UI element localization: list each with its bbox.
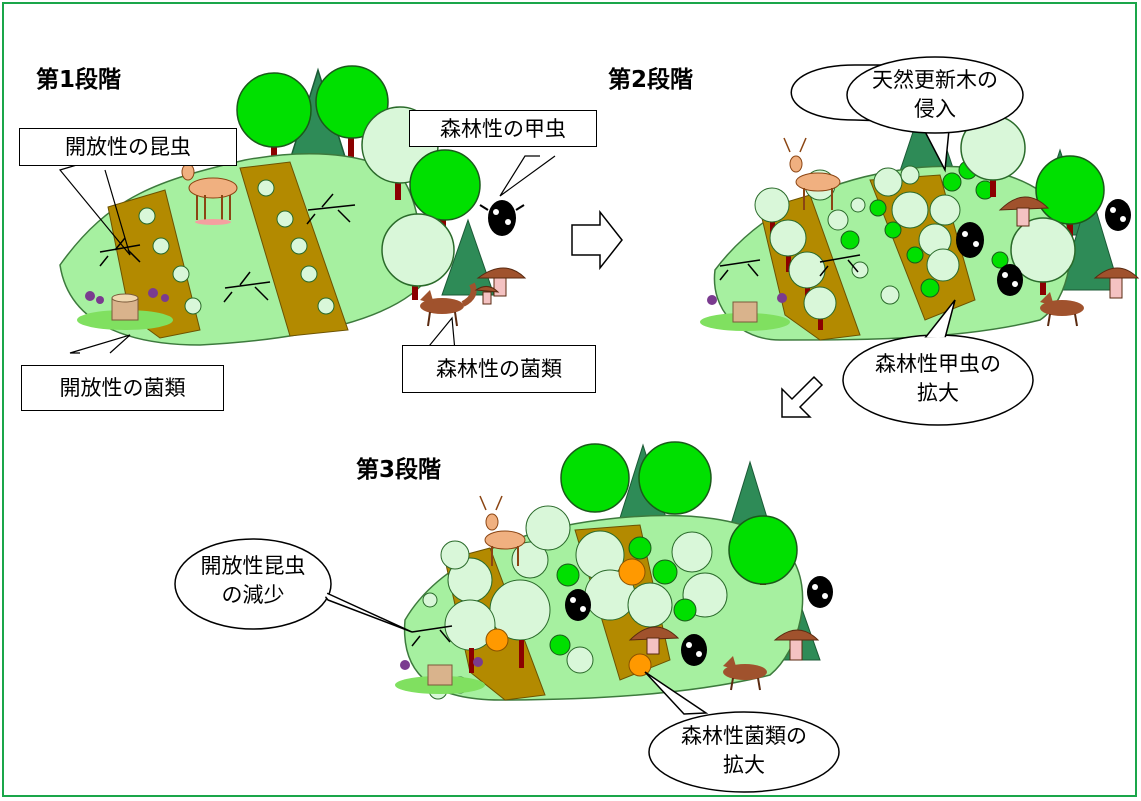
stump-fungi-icon	[395, 657, 485, 694]
broadleaf-tree	[409, 149, 481, 235]
deer-icon	[181, 163, 238, 225]
deer-icon	[479, 495, 526, 566]
fox-icon	[1040, 292, 1084, 327]
bubble-forest-beetle-line1: 森林性甲虫の	[875, 352, 1001, 376]
mushroom-icon	[474, 267, 527, 305]
conifer-tree	[1059, 188, 1121, 291]
beetle-icon	[681, 634, 707, 666]
bubble-natural-regen: 天然更新木の 侵入	[850, 66, 1020, 125]
stage3-title: 第3段階	[356, 457, 442, 483]
bubble-natural-regen-line2: 侵入	[914, 97, 956, 122]
bubble-forest-fungi-line1: 森林性菌類の	[681, 724, 807, 748]
stump-fungi-icon	[700, 293, 790, 331]
bubble-natural-regen-line1: 天然更新木の	[872, 68, 998, 92]
bubble-forest-beetle-line2: 拡大	[917, 381, 959, 406]
beetle-icon	[807, 576, 833, 608]
bubble-open-insect-line2: の減少	[221, 583, 285, 608]
bubble-open-insect-line1: 開放性昆虫	[200, 554, 306, 578]
stump-fungi-icon	[77, 288, 173, 330]
label-forest-fungi: 森林性の菌類	[402, 345, 596, 393]
label-open-insects: 開放性の昆虫	[19, 128, 237, 166]
beetle-icon	[479, 200, 525, 236]
mushroom-icon	[628, 626, 820, 661]
bubble-open-insect-decrease: 開放性昆虫 の減少	[183, 552, 323, 611]
beetle-icon	[1105, 199, 1131, 231]
beetle-icon	[565, 589, 591, 621]
broadleaf-tree	[315, 65, 389, 157]
sapling-group	[138, 179, 335, 315]
beetle-icon	[956, 222, 984, 258]
grasshopper-icon	[719, 254, 861, 281]
grasshopper-icon	[411, 625, 453, 647]
fox-icon	[723, 656, 767, 691]
tree-cluster	[422, 441, 798, 700]
stage3-landscape	[395, 441, 833, 701]
arrow-down-left-icon	[781, 375, 824, 418]
label-forest-beetles: 森林性の甲虫	[409, 110, 597, 147]
deer-icon	[783, 137, 841, 210]
broadleaf-tree	[381, 213, 455, 300]
stage2-title: 第2段階	[608, 67, 694, 93]
stage1-landscape	[59, 65, 527, 346]
label-open-fungi: 開放性の菌類	[21, 365, 224, 411]
fox-icon	[420, 282, 477, 327]
stage1-title: 第1段階	[36, 67, 122, 93]
bubble-forest-fungi-expand: 森林性菌類の 拡大	[659, 722, 829, 781]
bubble-forest-beetle-expand: 森林性甲虫の 拡大	[853, 350, 1023, 409]
mushroom-icon	[998, 196, 1140, 299]
beetle-icon	[997, 264, 1023, 296]
arrow-right-icon	[571, 209, 623, 271]
grasshopper-icon	[99, 193, 356, 303]
tree-cluster	[754, 115, 1105, 330]
broadleaf-tree	[236, 72, 312, 165]
bubble-forest-fungi-line2: 拡大	[723, 753, 765, 778]
